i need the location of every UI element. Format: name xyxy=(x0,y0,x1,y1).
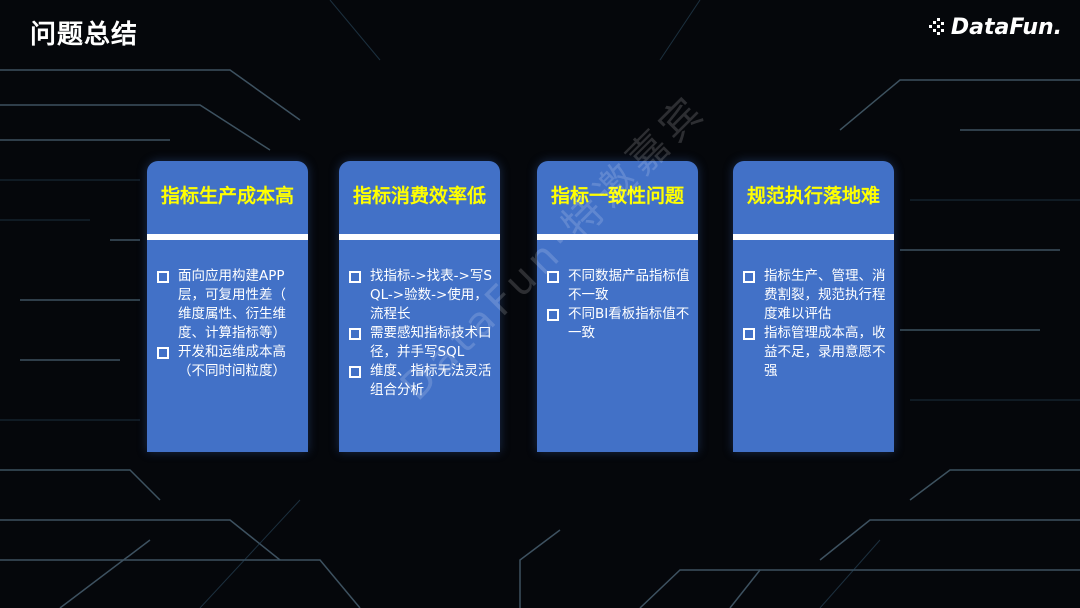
bullet-item: 指标管理成本高，收益不足，录用意愿不强 xyxy=(743,324,888,381)
card-body: 指标生产、管理、消费割裂，规范执行程度难以评估 指标管理成本高，收益不足，录用意… xyxy=(743,267,888,381)
card-title: 规范执行落地难 xyxy=(746,185,880,207)
bullet-item: 开发和运维成本高（不同时间粒度） xyxy=(157,343,302,381)
square-bullet-icon xyxy=(349,328,361,340)
card-title: 指标一致性问题 xyxy=(550,185,684,207)
bullet-item: 不同BI看板指标值不一致 xyxy=(547,305,692,343)
square-bullet-icon xyxy=(157,271,169,283)
card-consumption-efficiency: 指标消费效率低 找指标->找表->写SQL->验数->使用，流程长 需要感知指标… xyxy=(339,161,500,452)
bullet-item: 维度、指标无法灵活组合分析 xyxy=(349,362,494,400)
square-bullet-icon xyxy=(547,271,559,283)
bullet-item: 面向应用构建APP层，可复用性差（ 维度属性、衍生维度、计算指标等） xyxy=(157,267,302,343)
bullet-item: 找指标->找表->写SQL->验数->使用，流程长 xyxy=(349,267,494,324)
card-standard-execution: 规范执行落地难 指标生产、管理、消费割裂，规范执行程度难以评估 指标管理成本高，… xyxy=(733,161,894,452)
card-title: 指标消费效率低 xyxy=(352,185,486,207)
logo-text: DataFun. xyxy=(950,14,1062,40)
card-consistency: 指标一致性问题 不同数据产品指标值不一致 不同BI看板指标值不一致 xyxy=(537,161,698,452)
card-body: 面向应用构建APP层，可复用性差（ 维度属性、衍生维度、计算指标等） 开发和运维… xyxy=(157,267,302,381)
square-bullet-icon xyxy=(743,271,755,283)
square-bullet-icon xyxy=(743,328,755,340)
card-production-cost: 指标生产成本高 面向应用构建APP层，可复用性差（ 维度属性、衍生维度、计算指标… xyxy=(147,161,308,452)
datafun-logo: DataFun. xyxy=(928,14,1062,40)
card-body: 不同数据产品指标值不一致 不同BI看板指标值不一致 xyxy=(547,267,692,343)
bullet-item: 不同数据产品指标值不一致 xyxy=(547,267,692,305)
bullet-item: 指标生产、管理、消费割裂，规范执行程度难以评估 xyxy=(743,267,888,324)
card-title: 指标生产成本高 xyxy=(160,185,294,207)
card-body: 找指标->找表->写SQL->验数->使用，流程长 需要感知指标技术口径，并手写… xyxy=(349,267,494,400)
square-bullet-icon xyxy=(349,271,361,283)
bullet-item: 需要感知指标技术口径，并手写SQL xyxy=(349,324,494,362)
card-separator xyxy=(537,234,698,240)
square-bullet-icon xyxy=(547,309,559,321)
card-separator xyxy=(147,234,308,240)
slide-title: 问题总结 xyxy=(30,20,139,50)
logo-dots-icon xyxy=(928,18,944,35)
square-bullet-icon xyxy=(157,347,169,359)
square-bullet-icon xyxy=(349,366,361,378)
card-separator xyxy=(733,234,894,240)
card-separator xyxy=(339,234,500,240)
